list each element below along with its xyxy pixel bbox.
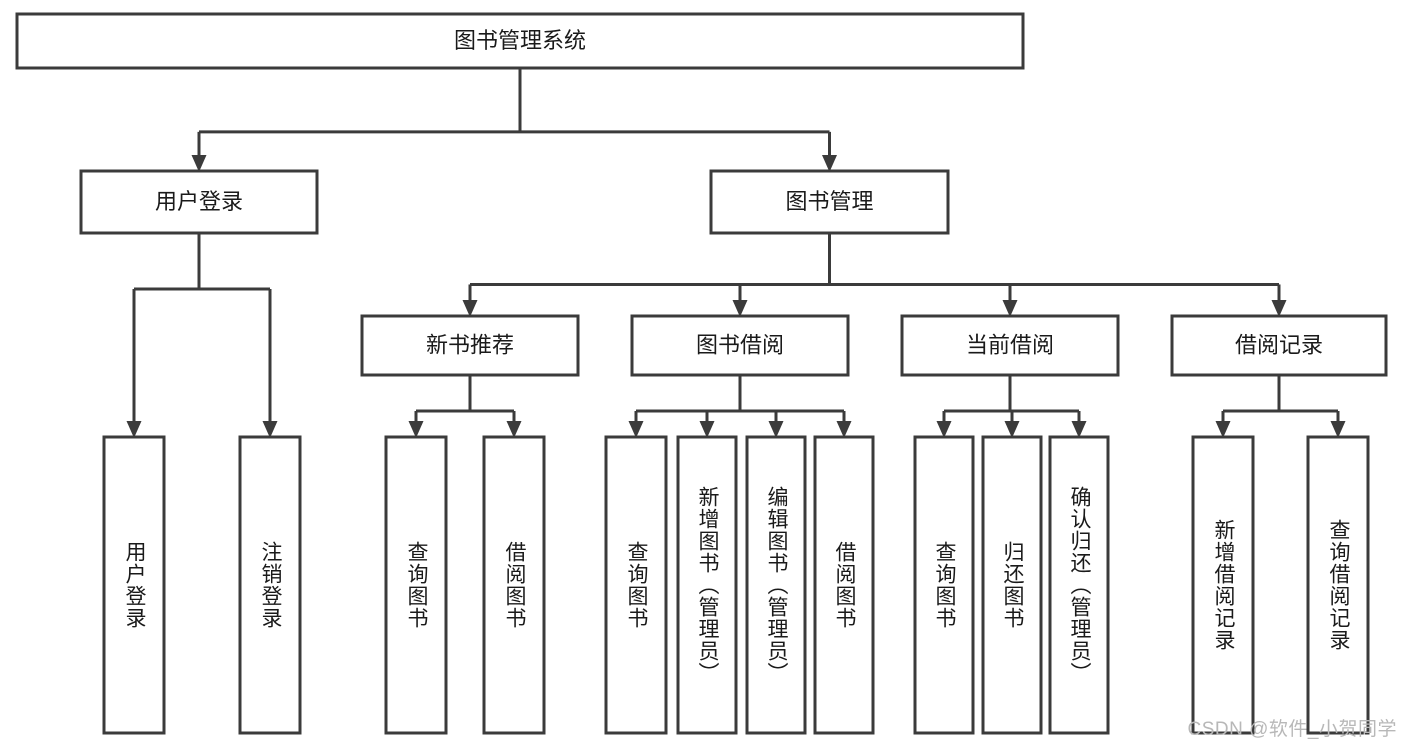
- arrow-head-icon: [408, 421, 424, 438]
- node-label: 新书推荐: [426, 332, 514, 357]
- arrow-head-icon: [1215, 421, 1231, 438]
- node-box[interactable]: [604, 435, 668, 735]
- arrow-head-icon: [1002, 300, 1018, 317]
- node-box[interactable]: [482, 435, 546, 735]
- connector-group-root: [191, 68, 837, 172]
- arrow-head-icon: [628, 421, 644, 438]
- node-box[interactable]: [1191, 435, 1255, 735]
- arrow-head-icon: [1004, 421, 1020, 438]
- connector-layer: [126, 68, 1346, 438]
- node-leaf-query-book-cur[interactable]: [913, 435, 975, 735]
- node-new-book-rec[interactable]: 新书推荐: [360, 314, 580, 377]
- arrow-head-icon: [836, 421, 852, 438]
- connector-group-borrow-record: [1215, 375, 1346, 438]
- arrow-head-icon: [506, 421, 522, 438]
- node-leaf-query-record[interactable]: [1306, 435, 1370, 735]
- node-leaf-query-book-rec[interactable]: [384, 435, 448, 735]
- node-box[interactable]: [676, 435, 738, 735]
- arrow-head-icon: [191, 155, 207, 172]
- node-box[interactable]: [1170, 314, 1388, 377]
- arrow-head-icon: [699, 421, 715, 438]
- node-leaf-borrow-book-rec[interactable]: [482, 435, 546, 735]
- node-borrow-record[interactable]: 借阅记录: [1170, 314, 1388, 377]
- node-box[interactable]: [1048, 435, 1110, 735]
- arrow-head-icon: [262, 421, 278, 438]
- node-label: 借阅记录: [1235, 332, 1323, 357]
- node-current-borrow[interactable]: 当前借阅: [900, 314, 1120, 377]
- arrow-head-icon: [1330, 421, 1346, 438]
- node-leaf-return-book[interactable]: [981, 435, 1043, 735]
- connector-group-user-login: [126, 233, 278, 438]
- connector-group-book-borrow: [628, 375, 852, 438]
- node-box[interactable]: [102, 435, 166, 735]
- node-box[interactable]: [745, 435, 807, 735]
- node-box[interactable]: [1306, 435, 1370, 735]
- node-root[interactable]: 图书管理系统: [15, 12, 1025, 70]
- node-leaf-confirm-return[interactable]: [1048, 435, 1110, 735]
- node-box[interactable]: [913, 435, 975, 735]
- connector-group-book-manage: [462, 233, 1287, 317]
- node-box[interactable]: [360, 314, 580, 377]
- node-box[interactable]: [900, 314, 1120, 377]
- node-box[interactable]: [709, 169, 950, 235]
- node-leaf-borrow-book[interactable]: [813, 435, 875, 735]
- node-box[interactable]: [79, 169, 319, 235]
- arrow-head-icon: [822, 155, 837, 172]
- arrow-head-icon: [936, 421, 952, 438]
- node-label: 当前借阅: [966, 332, 1054, 357]
- watermark-text: CSDN @软件_小贺同学: [1187, 719, 1397, 740]
- node-label: 图书管理: [785, 189, 873, 214]
- node-leaf-logout[interactable]: [238, 435, 302, 735]
- arrow-head-icon: [732, 300, 748, 317]
- node-book-manage[interactable]: 图书管理: [709, 169, 950, 235]
- node-user-login[interactable]: 用户登录: [79, 169, 319, 235]
- node-leaf-add-record[interactable]: [1191, 435, 1255, 735]
- node-box[interactable]: [630, 314, 850, 377]
- node-leaf-user-login[interactable]: [102, 435, 166, 735]
- arrow-head-icon: [1271, 300, 1287, 317]
- node-leaf-add-book[interactable]: [676, 435, 738, 735]
- node-box[interactable]: [238, 435, 302, 735]
- connector-group-new-book-rec: [408, 375, 522, 438]
- node-label: 用户登录: [155, 189, 243, 214]
- node-box[interactable]: [15, 12, 1025, 70]
- node-leaf-query-book[interactable]: [604, 435, 668, 735]
- node-box[interactable]: [384, 435, 448, 735]
- arrow-head-icon: [462, 300, 478, 317]
- arrow-head-icon: [126, 421, 142, 438]
- node-book-borrow[interactable]: 图书借阅: [630, 314, 850, 377]
- arrow-head-icon: [1071, 421, 1087, 438]
- node-leaf-edit-book[interactable]: [745, 435, 807, 735]
- node-label: 图书管理系统: [454, 28, 586, 53]
- connector-group-current-borrow: [936, 375, 1087, 438]
- node-label: 图书借阅: [696, 332, 784, 357]
- arrow-head-icon: [768, 421, 784, 438]
- node-box[interactable]: [813, 435, 875, 735]
- node-box[interactable]: [981, 435, 1043, 735]
